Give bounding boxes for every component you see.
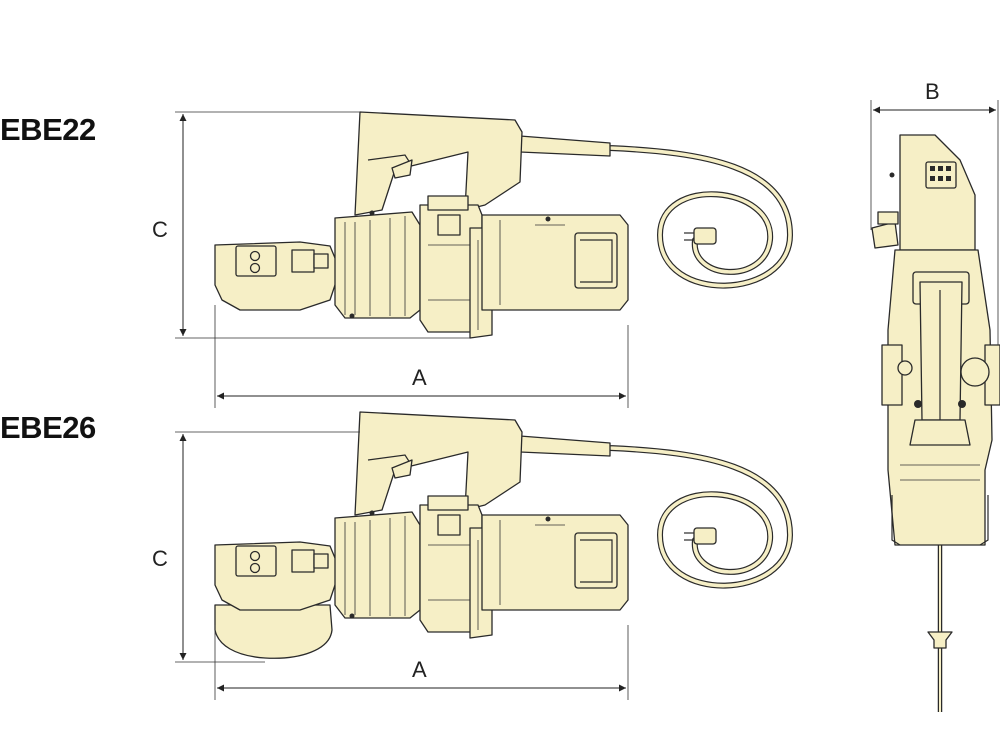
- ebe22-label-c: C: [152, 217, 168, 242]
- model-title-ebe22: EBE22: [0, 112, 96, 147]
- ebe22-label-a: A: [412, 365, 427, 390]
- ebe22-dimension-c: C: [152, 111, 470, 339]
- ebe22-side-view: [215, 112, 790, 338]
- ebe26-side-view: [215, 412, 790, 659]
- model-title-ebe26: EBE26: [0, 410, 96, 445]
- ebe26-dimension-a: A: [214, 625, 629, 700]
- ebe26-label-c: C: [152, 546, 168, 571]
- ebe22-dimension-a: A: [214, 305, 629, 408]
- ebe26-dimension-c: C: [152, 431, 360, 663]
- end-view-label-b: B: [925, 79, 940, 104]
- ebe26-label-a: A: [412, 657, 427, 682]
- end-view: B: [870, 79, 1000, 712]
